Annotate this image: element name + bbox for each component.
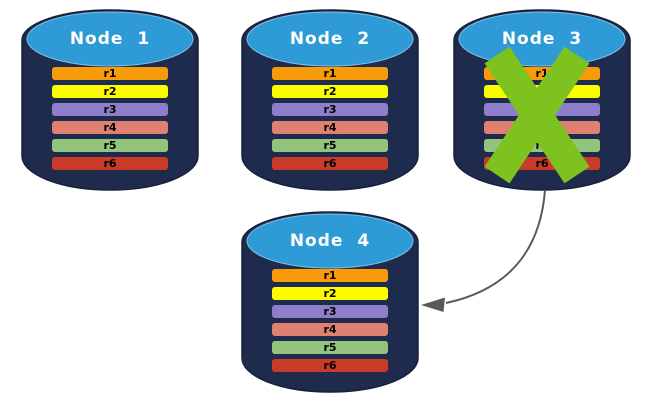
- db-node-1: Node 1 r1 r2 r3 r4 r5 r6: [20, 4, 200, 194]
- record-bar-r2: r2: [272, 85, 388, 98]
- record-bar-r1: r1: [272, 269, 388, 282]
- record-bar-r3: r3: [52, 103, 168, 116]
- record-bar-r5: r5: [52, 139, 168, 152]
- record-label: r6: [103, 157, 117, 170]
- record-label: r6: [535, 157, 549, 170]
- record-label: r4: [103, 121, 117, 134]
- record-label: r2: [323, 85, 337, 98]
- record-bar-r2: r2: [272, 287, 388, 300]
- x-icon: [484, 46, 590, 184]
- record-list: r1 r2 r3 r4 r5 r6: [272, 269, 388, 377]
- record-label: r2: [103, 85, 117, 98]
- record-label: r5: [103, 139, 117, 152]
- record-bar-r6: r6: [52, 157, 168, 170]
- record-label: r5: [323, 341, 337, 354]
- record-label: r2: [323, 287, 337, 300]
- record-list: r1 r2 r3 r4 r5 r6: [52, 67, 168, 175]
- record-label: r6: [323, 157, 337, 170]
- record-list: r1 r2 r3 r4 r5 r6: [272, 67, 388, 175]
- record-label: r5: [323, 139, 337, 152]
- record-label: r1: [103, 67, 117, 80]
- node-title: Node 4: [289, 231, 371, 251]
- record-bar-r6: r6: [272, 359, 388, 372]
- record-label: r6: [323, 359, 337, 372]
- record-bar-r5: r5: [272, 139, 388, 152]
- node-title: Node 2: [289, 29, 371, 49]
- record-bar-r1: r1: [272, 67, 388, 80]
- record-label: r4: [323, 323, 337, 336]
- record-bar-r4: r4: [272, 121, 388, 134]
- db-node-2: Node 2 r1 r2 r3 r4 r5 r6: [240, 4, 420, 194]
- record-label: r3: [323, 305, 337, 318]
- node-title: Node 3: [501, 29, 583, 49]
- record-label: r1: [323, 269, 337, 282]
- record-bar-r1: r1: [52, 67, 168, 80]
- record-label: r4: [323, 121, 337, 134]
- record-bar-r3: r3: [272, 305, 388, 318]
- record-bar-r4: r4: [52, 121, 168, 134]
- record-bar-r6: r6: [272, 157, 388, 170]
- record-label: r1: [323, 67, 337, 80]
- record-label: r3: [103, 103, 117, 116]
- node-title: Node 1: [69, 29, 151, 49]
- record-label: r3: [323, 103, 337, 116]
- db-node-3: Node 3 r1 r2 r3 r4 r5 r6: [452, 4, 632, 194]
- record-bar-r4: r4: [272, 323, 388, 336]
- record-bar-r3: r3: [272, 103, 388, 116]
- db-node-4: Node 4 r1 r2 r3 r4 r5 r6: [240, 206, 420, 396]
- record-bar-r2: r2: [52, 85, 168, 98]
- record-bar-r5: r5: [272, 341, 388, 354]
